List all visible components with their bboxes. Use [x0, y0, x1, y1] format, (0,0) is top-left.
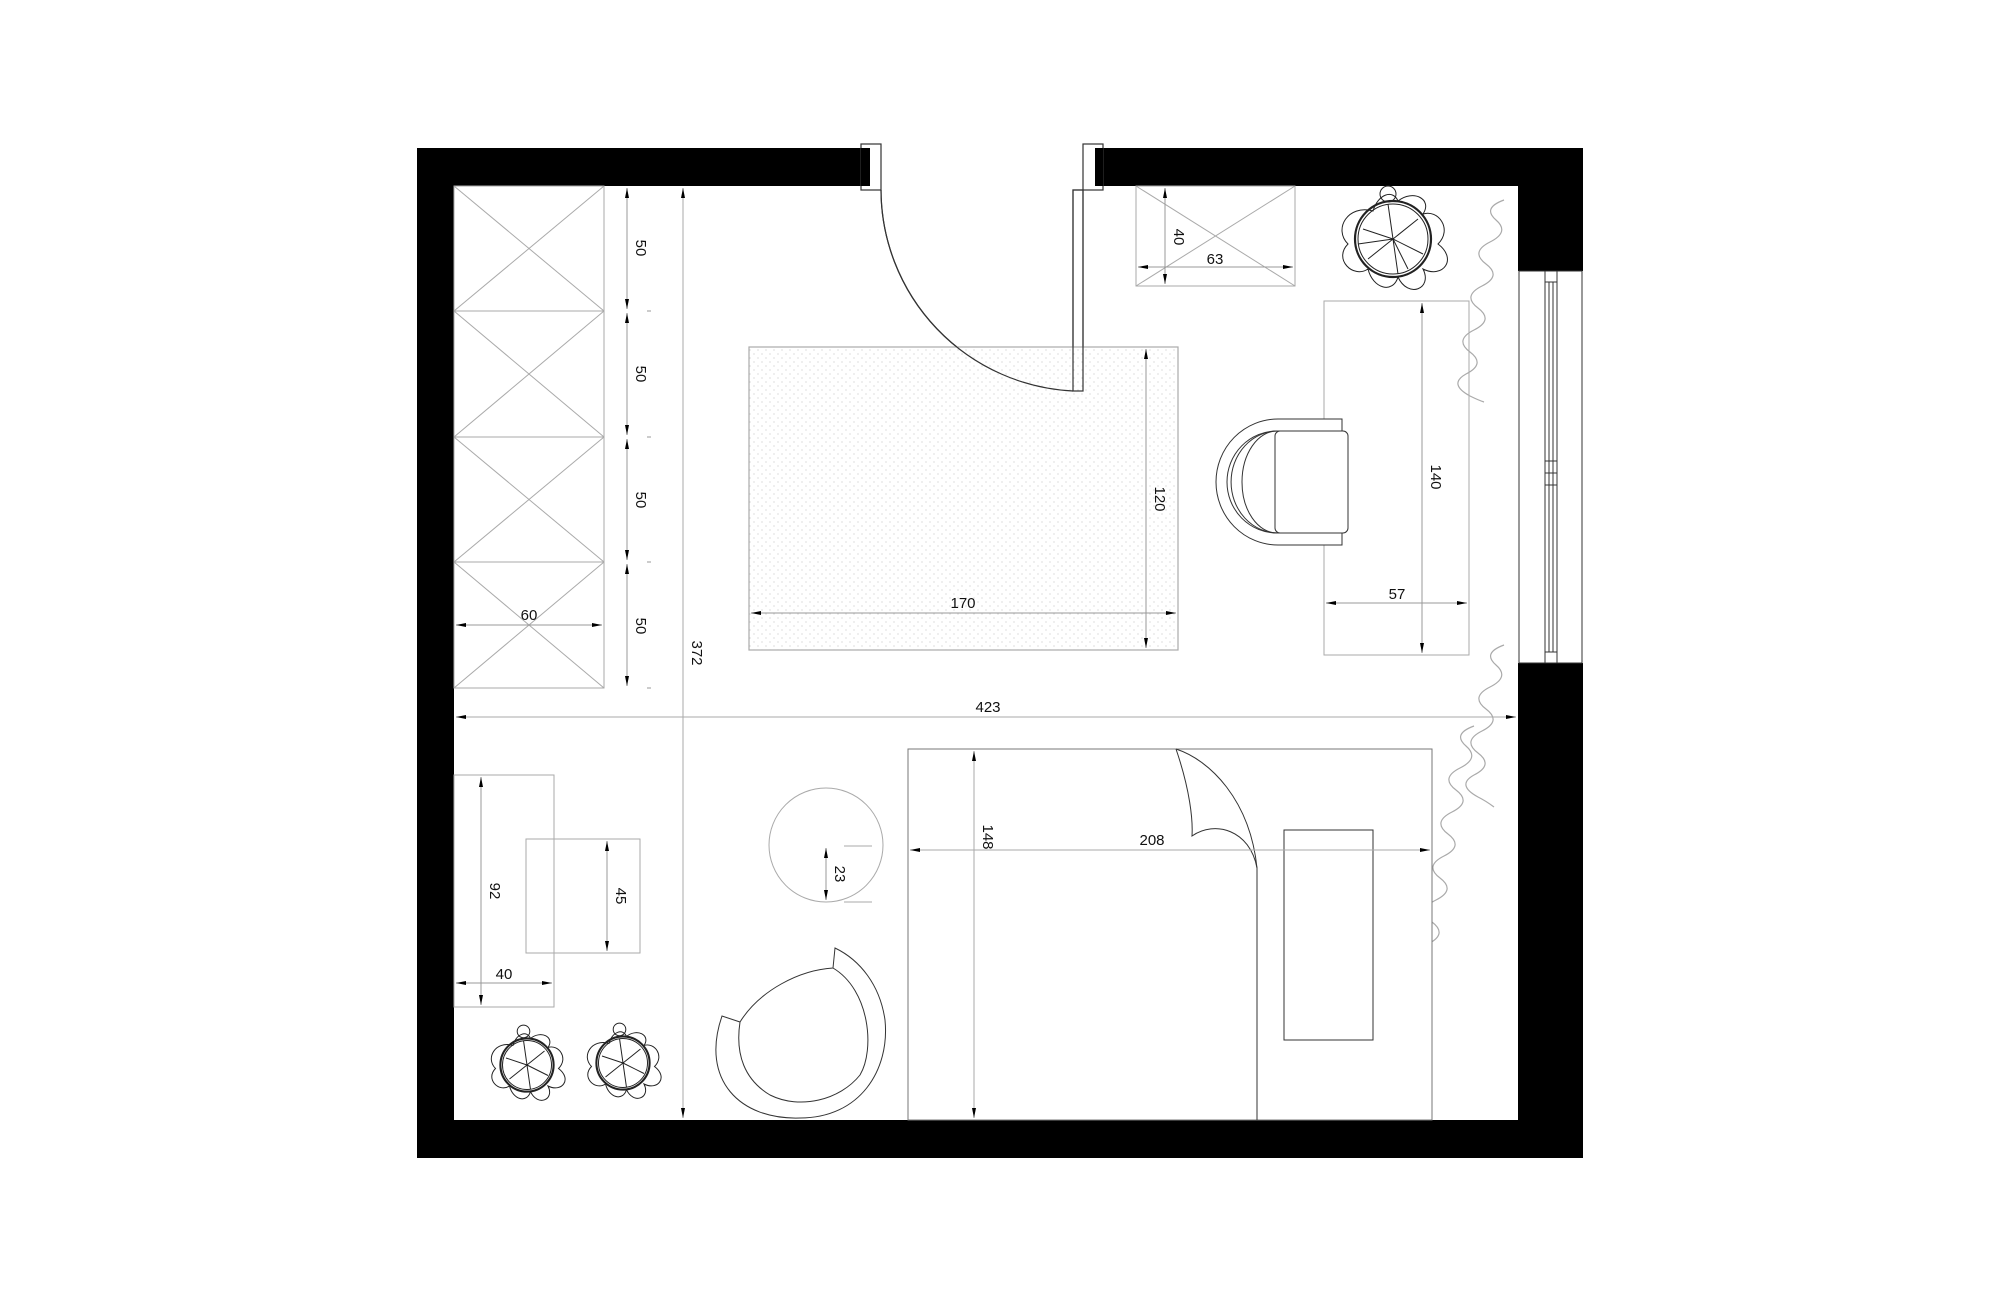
dresser-length-label: 92 [486, 883, 503, 900]
desk-length-label: 140 [1427, 464, 1444, 489]
dresser [453, 774, 555, 1008]
wall-top-right [1095, 148, 1583, 186]
walls [417, 148, 1583, 1158]
wardrobe-width-label: 60 [521, 607, 538, 624]
cabinet-width-label: 63 [1207, 251, 1224, 268]
window [1518, 270, 1583, 664]
curtain-bottom-outer[interactable] [1465, 644, 1505, 808]
curtain-top[interactable] [1457, 199, 1505, 403]
wall-left [417, 148, 454, 1158]
desk-depth-label: 57 [1389, 586, 1406, 603]
rug [748, 346, 1179, 651]
side-table-radius-label: 23 [831, 866, 848, 883]
plant-icon [1341, 185, 1448, 290]
wall-bottom [417, 1120, 1583, 1158]
bed-pillow [1283, 829, 1374, 1041]
dresser-depth-label: 40 [496, 966, 513, 983]
wardrobe-dimensions [456, 188, 651, 689]
wardrobe-section-2-label: 50 [632, 366, 649, 383]
wall-top-left [417, 148, 870, 186]
wardrobe-section-4-label: 50 [632, 618, 649, 635]
rug-width-label: 170 [950, 595, 975, 612]
room-width-label: 423 [975, 699, 1000, 716]
side-table [768, 787, 884, 903]
rug-depth-label: 120 [1151, 486, 1168, 511]
stool [525, 838, 641, 954]
armchair-icon[interactable] [715, 947, 887, 1119]
wardrobe-section-3-label: 50 [632, 492, 649, 509]
room-dimensions [456, 188, 1516, 1118]
plant-icon [490, 1024, 566, 1101]
wall-right-top [1518, 148, 1583, 271]
wall-right-bottom [1518, 663, 1583, 1158]
room-depth-label: 372 [688, 640, 705, 665]
stool-size-label: 45 [612, 888, 629, 905]
bed-length-label: 208 [1139, 832, 1164, 849]
wardrobe-section-1-label: 50 [632, 240, 649, 257]
cabinet-depth-label: 40 [1170, 229, 1187, 246]
bed-width-label: 148 [979, 824, 996, 849]
wardrobe [453, 185, 605, 689]
desk-chair-icon[interactable] [1215, 418, 1349, 546]
duvet-fold [1175, 748, 1258, 1120]
plant-icon [586, 1022, 662, 1099]
cabinet [1135, 185, 1296, 287]
duvet-corner [1175, 748, 1258, 869]
door-overlay [880, 189, 1084, 392]
bed[interactable] [907, 748, 1433, 1121]
